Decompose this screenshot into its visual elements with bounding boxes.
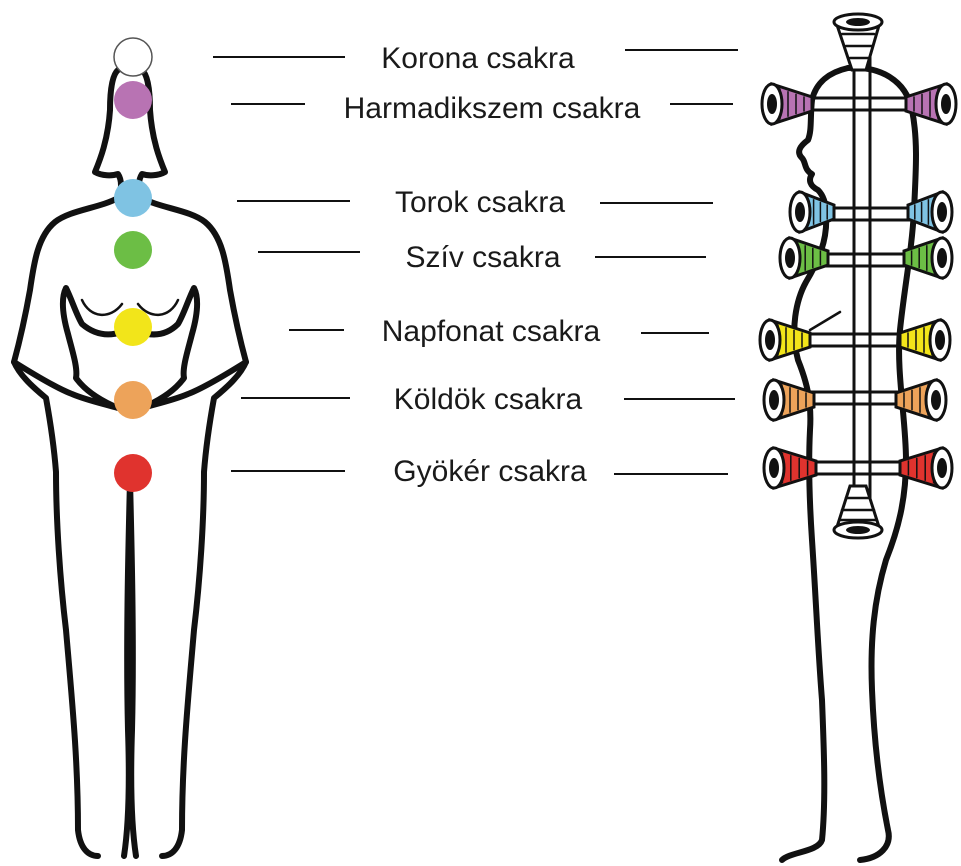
root-chakra-dot bbox=[114, 454, 152, 492]
third-eye-chakra-dot bbox=[114, 81, 152, 119]
third-eye-vortex-front bbox=[762, 84, 812, 124]
throat-chakra-dot bbox=[114, 179, 152, 217]
root-bottom-vortex bbox=[834, 486, 882, 538]
side-body-silhouette bbox=[782, 40, 920, 860]
solar-plexus-chakra-dot bbox=[114, 308, 152, 346]
solar-plexus-label: Napfonat csakra bbox=[382, 315, 601, 348]
heart-chakra-dot bbox=[114, 231, 152, 269]
sacral-chakra-dot bbox=[114, 381, 152, 419]
front-chakra-dots bbox=[114, 38, 152, 492]
crown-label: Korona csakra bbox=[381, 42, 575, 75]
third-eye-label: Harmadikszem csakra bbox=[344, 92, 641, 125]
root-label: Gyökér csakra bbox=[393, 455, 587, 488]
chakra-labels: Korona csakra Harmadikszem csakra Torok … bbox=[213, 42, 738, 488]
throat-label: Torok csakra bbox=[395, 186, 565, 219]
sacral-label: Köldök csakra bbox=[394, 383, 583, 416]
crown-chakra-dot bbox=[114, 38, 152, 76]
solar-plexus-vortex-front bbox=[760, 320, 810, 360]
solar-plexus-vortex-back bbox=[900, 320, 950, 360]
side-chakra-vortices bbox=[760, 14, 956, 538]
heart-label: Szív csakra bbox=[405, 241, 560, 274]
crown-vortex bbox=[834, 14, 882, 70]
